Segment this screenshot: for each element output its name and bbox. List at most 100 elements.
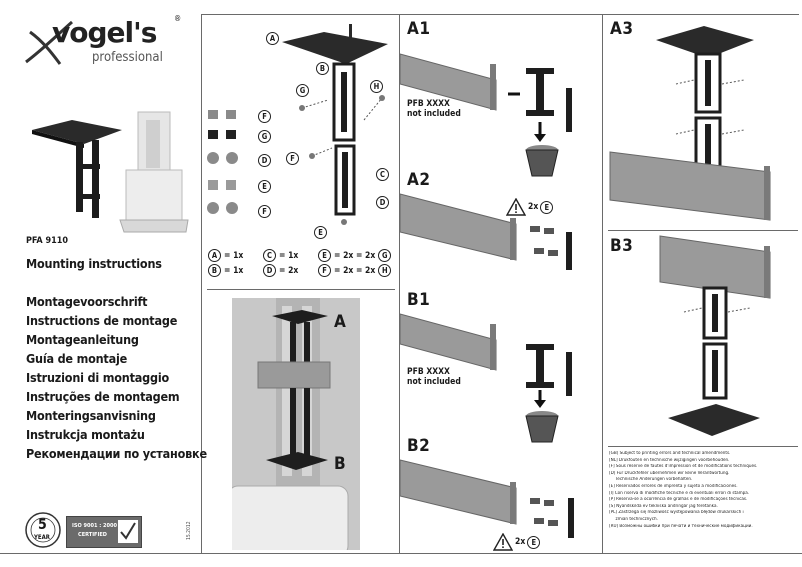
disclaimer-line: [NL] Drukfouten en technische wijziginge… bbox=[609, 457, 730, 463]
b1-not-included: PFB XXXX not included bbox=[407, 367, 461, 387]
qty-value: = 1x bbox=[224, 265, 244, 276]
parts-quantities: A = 1x C = 1x E = 2x = 2x G B = 1x D = 2… bbox=[208, 248, 396, 278]
product-code: PFA 9110 bbox=[26, 236, 69, 246]
disclaimer-line: [GB] Subject to printing errors and tech… bbox=[609, 451, 731, 456]
frame-divider-1 bbox=[201, 14, 202, 554]
disclaimer-line: [I] Con riserva di modifiche tecniche e … bbox=[609, 490, 750, 496]
brand-name: vogel's bbox=[52, 16, 157, 49]
b1-not-included-text: not included bbox=[407, 377, 461, 387]
scene-label-bottom: B bbox=[334, 454, 347, 474]
part-label-f: F bbox=[258, 205, 271, 218]
step-a2-diagram bbox=[399, 188, 600, 278]
frame-divider-3 bbox=[602, 14, 603, 554]
mounting-heading: Mounting instructions bbox=[26, 256, 162, 271]
qty-value: = 2x = 2x bbox=[334, 265, 376, 276]
translation-item: Montagevoorschrift bbox=[26, 294, 148, 309]
frame-divider-2 bbox=[399, 14, 400, 554]
side-code: 15.2012 bbox=[186, 521, 192, 540]
parts-diagram bbox=[204, 18, 398, 290]
brand-registered: ® bbox=[174, 14, 182, 23]
translation-item: Istruzioni di montaggio bbox=[26, 370, 170, 385]
part-label-c: C bbox=[376, 168, 389, 181]
part-label-g: G bbox=[296, 84, 309, 97]
translations-list: Montagevoorschrift Instructions de monta… bbox=[26, 292, 207, 463]
step-b3-label: B3 bbox=[610, 236, 634, 256]
disclaimer-line: [P] Reserva-se a ocorrência de gralhas e… bbox=[609, 497, 748, 503]
part-label-g: G bbox=[258, 130, 271, 143]
qty-value: = 1x bbox=[279, 250, 299, 261]
step-b1-diagram bbox=[399, 306, 600, 446]
b2-quantity: 2x bbox=[515, 537, 526, 547]
part-label-b: B bbox=[316, 62, 329, 75]
translation-item: Montageanleitung bbox=[26, 332, 139, 347]
qty-letter: D bbox=[263, 264, 276, 277]
part-label-d: D bbox=[258, 154, 271, 167]
frame-bottom-line bbox=[0, 553, 802, 554]
iso-line-1: ISO 9001 : 2000 bbox=[72, 523, 118, 529]
brand-logo: vogel's ® professional bbox=[24, 12, 184, 72]
disclaimer-line: [S] Nyandskilda ev tekniska ändringar ja… bbox=[609, 503, 718, 509]
part-label-f: F bbox=[258, 110, 271, 123]
step-a3-diagram bbox=[604, 14, 800, 230]
disclaimer-line: [PL] Zastrzega się możliwość występowani… bbox=[609, 510, 744, 516]
a3-bottom-line bbox=[608, 230, 798, 231]
step-a2-label: A2 bbox=[407, 170, 431, 190]
part-label-h: H bbox=[370, 80, 383, 93]
step-b3-diagram bbox=[604, 232, 800, 444]
warning-icon bbox=[506, 198, 526, 216]
a2-warning: 2x E bbox=[506, 198, 554, 216]
disclaimer-line: zmian technicznych. bbox=[609, 516, 658, 522]
assembled-scene bbox=[232, 298, 360, 550]
logo-x-mark bbox=[25, 20, 73, 65]
warranty-badge: 5 YEAR bbox=[25, 512, 61, 548]
b2-part-ref: E bbox=[527, 535, 541, 549]
brand-subtitle: professional bbox=[92, 50, 163, 65]
parts-bottom-line bbox=[207, 289, 395, 290]
step-a1-label: A1 bbox=[407, 19, 431, 39]
translation-item: Рекомендации по установке bbox=[26, 446, 207, 461]
step-b2-diagram bbox=[399, 454, 600, 550]
a2-part-ref: E bbox=[540, 200, 554, 214]
part-label-e: E bbox=[258, 180, 271, 193]
qty-value: = 1x bbox=[224, 250, 244, 261]
translation-item: Monteringsanvisning bbox=[26, 408, 156, 423]
b3-bottom-line bbox=[608, 446, 798, 447]
qty-letter: E bbox=[318, 249, 331, 262]
disclaimer-line: [RU] Возможны ошибки при печати и технич… bbox=[609, 523, 753, 529]
a2-quantity: 2x bbox=[528, 202, 539, 212]
a1-not-included: PFB XXXX not included bbox=[407, 99, 461, 119]
part-label-a: A bbox=[266, 32, 279, 45]
part-label-d: D bbox=[376, 196, 389, 209]
translation-item: Instruções de montagem bbox=[26, 389, 180, 404]
warranty-text: YEAR bbox=[34, 534, 50, 541]
checkmark-icon bbox=[118, 520, 138, 543]
step-b1-label: B1 bbox=[407, 290, 431, 310]
qty-letter: C bbox=[263, 249, 276, 262]
part-label-e: E bbox=[314, 226, 327, 239]
iso-badge: ISO 9001 : 2000 CERTIFIED bbox=[66, 516, 142, 548]
b2-warning: 2x E bbox=[493, 533, 541, 551]
qty-letter: F bbox=[318, 264, 331, 277]
disclaimer-line: [F] Sous réserve de fautes d'impression … bbox=[609, 464, 758, 470]
a1-not-included-text: not included bbox=[407, 109, 461, 119]
frame-top-line bbox=[201, 14, 799, 15]
qty-letter: G bbox=[378, 249, 392, 262]
disclaimer-line: [D] Für Druckfehler übernehmen wir keine… bbox=[609, 470, 730, 476]
translation-item: Instrukcja montażu bbox=[26, 427, 145, 442]
step-a3-label: A3 bbox=[610, 19, 634, 39]
product-image bbox=[28, 108, 200, 240]
warranty-number: 5 bbox=[38, 517, 47, 533]
a1-pfb-code: PFB XXXX bbox=[407, 99, 450, 109]
step-b2-label: B2 bbox=[407, 436, 431, 456]
qty-value: = 2x = 2x bbox=[334, 250, 376, 261]
qty-letter: B bbox=[208, 264, 221, 277]
qty-letter: A bbox=[208, 249, 221, 262]
warning-icon bbox=[493, 533, 513, 551]
step-a1-diagram bbox=[399, 38, 600, 178]
scene-label-top: A bbox=[334, 312, 347, 332]
b1-pfb-code: PFB XXXX bbox=[407, 367, 450, 377]
disclaimer-block: [GB] Subject to printing errors and tech… bbox=[609, 451, 795, 530]
translation-item: Guía de montaje bbox=[26, 351, 128, 366]
iso-line-2: CERTIFIED bbox=[78, 532, 107, 538]
disclaimer-line: [E] Reservados errores de imprenta y suj… bbox=[609, 483, 738, 489]
